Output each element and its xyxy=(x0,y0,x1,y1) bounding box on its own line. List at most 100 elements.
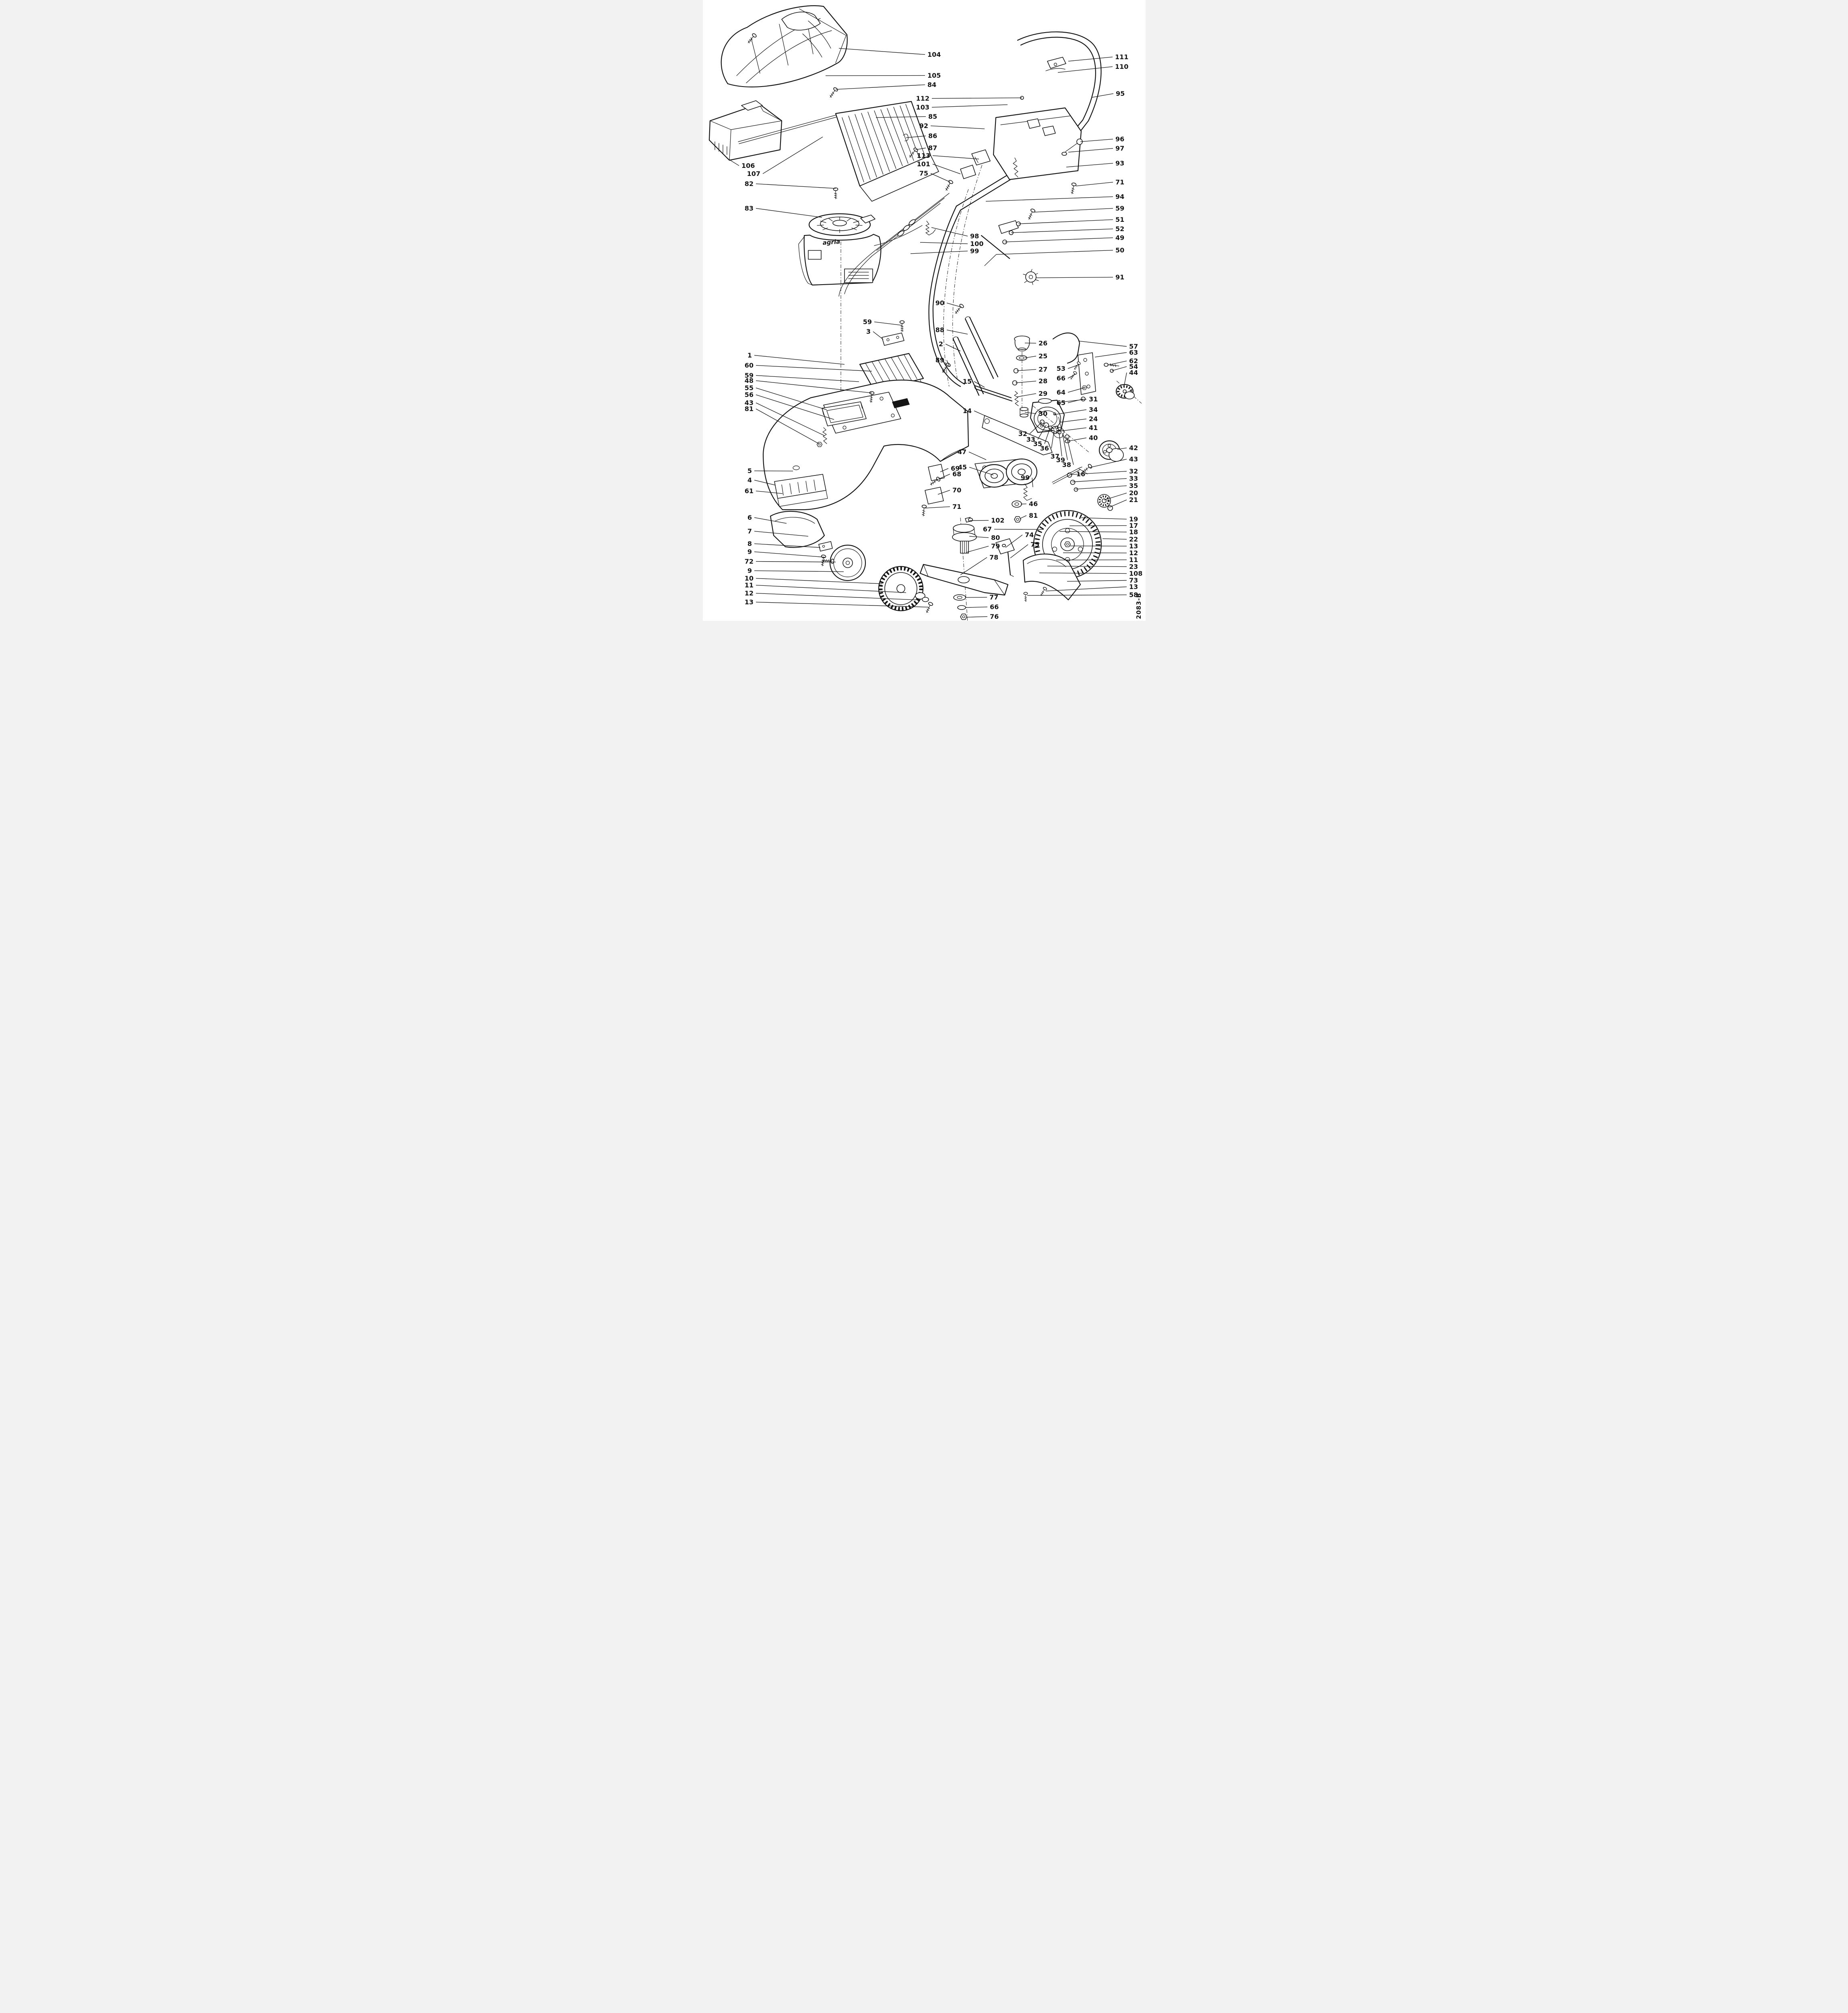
part-number-108: 108 xyxy=(1129,570,1142,577)
gearbox xyxy=(974,385,1089,455)
leader-line-68 xyxy=(936,473,950,480)
part-number-66: 66 xyxy=(1056,374,1065,382)
part-number-54: 54 xyxy=(1129,363,1138,370)
part-number-75: 75 xyxy=(919,169,928,177)
part-number-72: 72 xyxy=(744,558,753,565)
leader-line-71 xyxy=(925,506,950,508)
part-number-98: 98 xyxy=(970,232,979,240)
part-number-79: 79 xyxy=(991,542,1000,550)
part-number-1: 1 xyxy=(747,351,752,359)
leader-line-93 xyxy=(1066,163,1113,167)
part-number-12: 12 xyxy=(1129,549,1138,557)
leader-line-59 xyxy=(756,375,859,382)
part-number-50: 50 xyxy=(1115,246,1124,254)
part-number-73: 73 xyxy=(1129,577,1138,584)
part-number-81: 81 xyxy=(744,405,753,413)
leader-line-21 xyxy=(1109,499,1127,508)
part-number-90: 90 xyxy=(935,299,944,307)
leader-line-45 xyxy=(969,467,993,475)
leader-line-103 xyxy=(931,104,1008,108)
leader-line-19 xyxy=(1081,517,1127,520)
part-number-56: 56 xyxy=(744,391,753,399)
part-number-13: 13 xyxy=(744,598,753,606)
part-number-39: 39 xyxy=(1056,456,1065,464)
part-number-94: 94 xyxy=(1115,193,1124,200)
leader-line-111 xyxy=(1068,56,1113,62)
leader-line-56 xyxy=(756,394,834,420)
part-number-17: 17 xyxy=(1129,522,1138,529)
part-number-112: 112 xyxy=(916,95,929,102)
part-number-69: 69 xyxy=(951,465,960,472)
part-number-31: 31 xyxy=(1089,395,1098,403)
part-number-64: 64 xyxy=(1056,389,1065,396)
leader-line-113 xyxy=(932,155,979,159)
drive-gear-44 xyxy=(1115,380,1142,404)
grass-catcher-frame xyxy=(721,5,848,88)
part-number-18: 18 xyxy=(1129,528,1138,536)
part-number-59: 59 xyxy=(863,318,871,326)
part-number-27: 27 xyxy=(1039,366,1047,373)
part-number-66: 66 xyxy=(990,603,999,611)
leader-line-71 xyxy=(1076,182,1113,186)
part-number-61: 61 xyxy=(744,487,753,495)
exploded-parts-diagram: agria xyxy=(708,5,1142,621)
leader-line-79 xyxy=(966,546,989,553)
part-number-84: 84 xyxy=(927,81,936,89)
part-number-82: 82 xyxy=(744,180,753,188)
part-number-23: 23 xyxy=(1129,563,1138,570)
part-number-3: 3 xyxy=(866,328,870,335)
leader-line-77 xyxy=(965,597,987,598)
leader-line-76 xyxy=(966,616,987,618)
part-number-46: 46 xyxy=(1029,500,1038,508)
part-number-44: 44 xyxy=(1129,369,1138,376)
leader-line-57 xyxy=(1078,341,1127,347)
part-number-65: 65 xyxy=(1056,399,1065,407)
engine: agria xyxy=(798,187,923,407)
leader-line-52 xyxy=(1011,228,1113,233)
leader-line-2 xyxy=(945,343,960,351)
part-number-62: 62 xyxy=(1129,357,1138,365)
part-number-55: 55 xyxy=(744,384,753,392)
leader-line-34 xyxy=(1053,409,1086,415)
part-number-59: 59 xyxy=(1115,205,1124,212)
leader-line-54 xyxy=(1111,366,1127,371)
part-number-57: 57 xyxy=(1129,343,1138,350)
part-number-85: 85 xyxy=(928,113,937,120)
belt-pulleys xyxy=(920,458,1037,523)
cables xyxy=(838,193,950,297)
leader-line-32 xyxy=(1029,422,1042,434)
part-number-99: 99 xyxy=(1020,474,1029,482)
leader-line-4 xyxy=(754,479,775,486)
leader-line-106 xyxy=(727,158,739,166)
part-number-92: 92 xyxy=(919,122,928,130)
part-number-100: 100 xyxy=(970,240,983,248)
part-number-107: 107 xyxy=(747,170,760,178)
leader-line-98 xyxy=(931,227,968,237)
leader-line-9 xyxy=(754,570,844,572)
leader-line-91 xyxy=(1036,277,1113,278)
leader-line-99 xyxy=(910,250,968,254)
part-number-53: 53 xyxy=(1056,365,1065,372)
part-number-97: 97 xyxy=(1115,145,1124,152)
part-number-10: 10 xyxy=(744,575,753,582)
part-number-20: 20 xyxy=(1129,489,1138,497)
drawing-number: 2083-B xyxy=(1135,593,1142,619)
part-number-26: 26 xyxy=(1039,339,1047,347)
leader-line-42 xyxy=(1117,447,1127,450)
handlebar-lower-tubes xyxy=(928,138,1073,387)
part-number-102: 102 xyxy=(991,517,1004,524)
leader-line-61 xyxy=(756,490,783,494)
leader-line-66 xyxy=(1068,374,1076,379)
leader-line-104 xyxy=(838,48,925,55)
part-number-8: 8 xyxy=(747,540,752,548)
part-number-113: 113 xyxy=(917,152,930,159)
part-number-110: 110 xyxy=(1115,63,1128,70)
leader-line-78 xyxy=(960,557,987,575)
part-number-75: 75 xyxy=(1030,541,1039,548)
part-number-11: 11 xyxy=(1129,556,1138,564)
leader-line-41 xyxy=(1056,427,1086,432)
discharge-chute xyxy=(828,87,939,202)
leader-line-87 xyxy=(915,147,926,150)
leader-line-33 xyxy=(1037,425,1047,440)
part-number-76: 76 xyxy=(990,613,999,620)
